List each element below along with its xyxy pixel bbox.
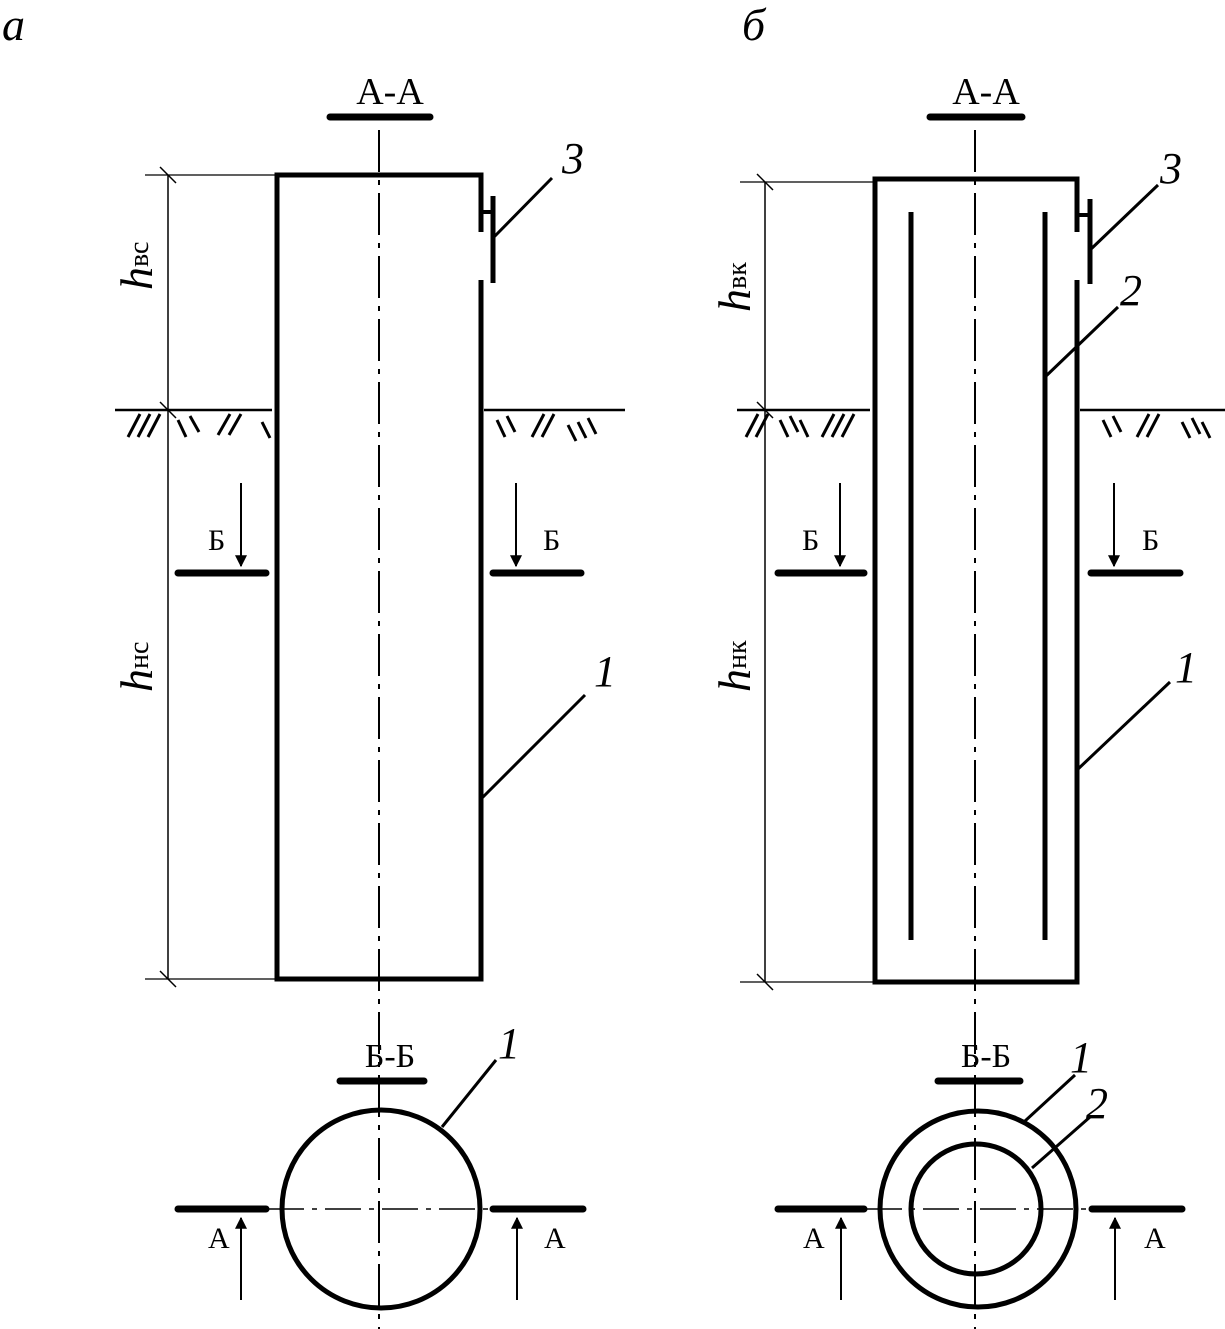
ground-surface	[737, 408, 1225, 439]
leader-inner	[1043, 305, 1120, 379]
cut-a-label-right: А	[544, 1222, 566, 1255]
pipe-plan-circle	[279, 1107, 483, 1311]
outer-pipe-plan-circle	[877, 1108, 1079, 1310]
fitting	[481, 196, 496, 283]
leader-plan-pipe	[440, 1059, 498, 1128]
cut-b-label-right: Б	[543, 524, 560, 557]
panel-a: а А-А hвс hнс	[2, 0, 625, 1329]
section-title-bb: Б-Б	[961, 1038, 1011, 1075]
cut-a-label-right: А	[1144, 1222, 1166, 1255]
ground-surface	[115, 408, 625, 442]
callout-fitting: 3	[1159, 144, 1182, 193]
section-title-bb: Б-Б	[365, 1038, 415, 1075]
cut-b-label-left: Б	[208, 524, 225, 557]
inner-pipe-plan-circle	[908, 1141, 1044, 1277]
cut-b-label-left: Б	[802, 524, 819, 557]
height-upper-label: hвк	[709, 262, 760, 312]
panel-b: б А-А hвк hнк	[709, 0, 1225, 1329]
callout-pipe: 1	[1175, 643, 1197, 692]
section-title-aa: А-А	[356, 71, 424, 113]
panel-a-letter: а	[2, 0, 25, 50]
height-dimension	[145, 166, 277, 988]
callout-fitting: 3	[561, 134, 584, 183]
cut-a-label-left: А	[208, 1222, 230, 1255]
section-cut-a: А А	[774, 1205, 1186, 1300]
leader-pipe	[1075, 680, 1172, 772]
section-cut-b: Б Б	[774, 483, 1184, 577]
pipe-wall	[872, 176, 1080, 985]
cut-b-label-right: Б	[1142, 524, 1159, 557]
height-upper-label: hвс	[111, 242, 162, 290]
section-cut-b: Б Б	[174, 483, 585, 577]
section-title-aa: А-А	[952, 71, 1020, 113]
callout-plan-pipe: 1	[498, 1019, 520, 1068]
leader-pipe	[479, 693, 587, 801]
height-lower-label: hнс	[111, 642, 162, 692]
leader-fitting	[491, 176, 554, 240]
callout-plan-outer: 1	[1070, 1033, 1092, 1082]
leader-fitting	[1088, 183, 1160, 252]
fitting	[1077, 199, 1093, 284]
panel-b-letter: б	[742, 0, 767, 50]
height-lower-label: hнк	[709, 640, 760, 692]
cut-a-label-left: А	[803, 1222, 825, 1255]
pipe-wall	[274, 172, 484, 982]
height-dimension	[740, 173, 875, 991]
leader-plan-inner	[1031, 1115, 1091, 1170]
callout-plan-inner: 2	[1086, 1079, 1108, 1128]
callout-inner: 2	[1120, 266, 1142, 315]
leader-plan-outer	[1023, 1073, 1077, 1123]
section-cut-a: А А	[174, 1205, 587, 1300]
callout-pipe: 1	[594, 647, 616, 696]
